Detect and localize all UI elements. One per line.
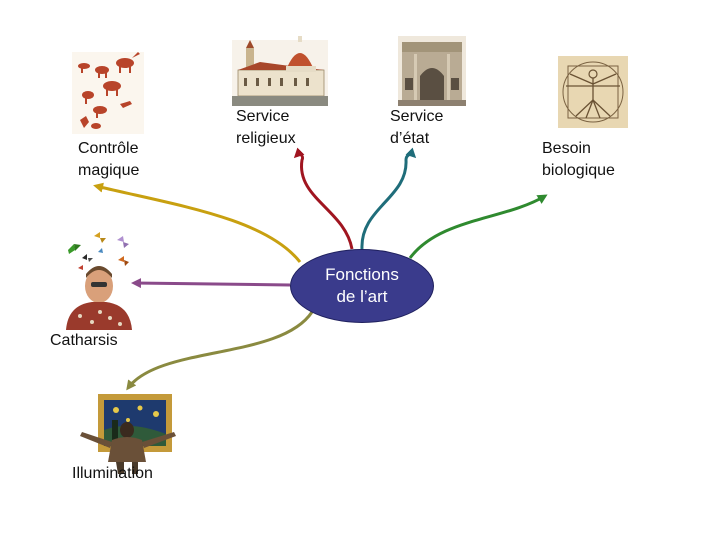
cathedral-icon: [232, 36, 328, 106]
central-node-line2: de l’art: [336, 287, 388, 306]
label-service-religieux-line1: Service: [236, 108, 290, 125]
label-catharsis-line1: Catharsis: [50, 332, 118, 349]
label-service-etat-line2: d’état: [390, 130, 430, 147]
label-service-religieux-line2: religieux: [236, 130, 296, 147]
label-service-etat-line1: Service: [390, 108, 444, 125]
connector-controle-magique: [93, 182, 302, 263]
label-illumination-line1: Illumination: [72, 465, 153, 482]
label-controle-magique-line1: Contrôle: [78, 140, 139, 157]
label-service-etat: Service d’état: [390, 106, 443, 150]
connector-besoin-biologique: [408, 194, 548, 259]
triumphal-arch-icon: [398, 36, 466, 106]
label-illumination: Illumination: [72, 463, 153, 485]
connector-illumination: [126, 311, 314, 391]
man-before-painting-icon: [80, 394, 176, 474]
connector-service-religieux: [293, 147, 354, 250]
connector-service-etat: [360, 147, 417, 250]
central-node-line1: Fonctions: [325, 265, 399, 284]
label-controle-magique-line2: magique: [78, 162, 140, 179]
cave-painting-icon: [72, 52, 144, 134]
vitruvian-man-icon: [558, 56, 628, 128]
man-with-butterflies-icon: [66, 232, 132, 330]
label-besoin-biologique-line1: Besoin: [542, 140, 591, 157]
label-controle-magique: Contrôle magique: [78, 138, 139, 182]
label-besoin-biologique: Besoin biologique: [542, 138, 615, 182]
connector-catharsis: [131, 278, 291, 289]
label-service-religieux: Service religieux: [236, 106, 296, 150]
label-besoin-biologique-line2: biologique: [542, 162, 615, 179]
label-catharsis: Catharsis: [50, 330, 118, 352]
central-node: Fonctions de l’art: [290, 249, 434, 323]
